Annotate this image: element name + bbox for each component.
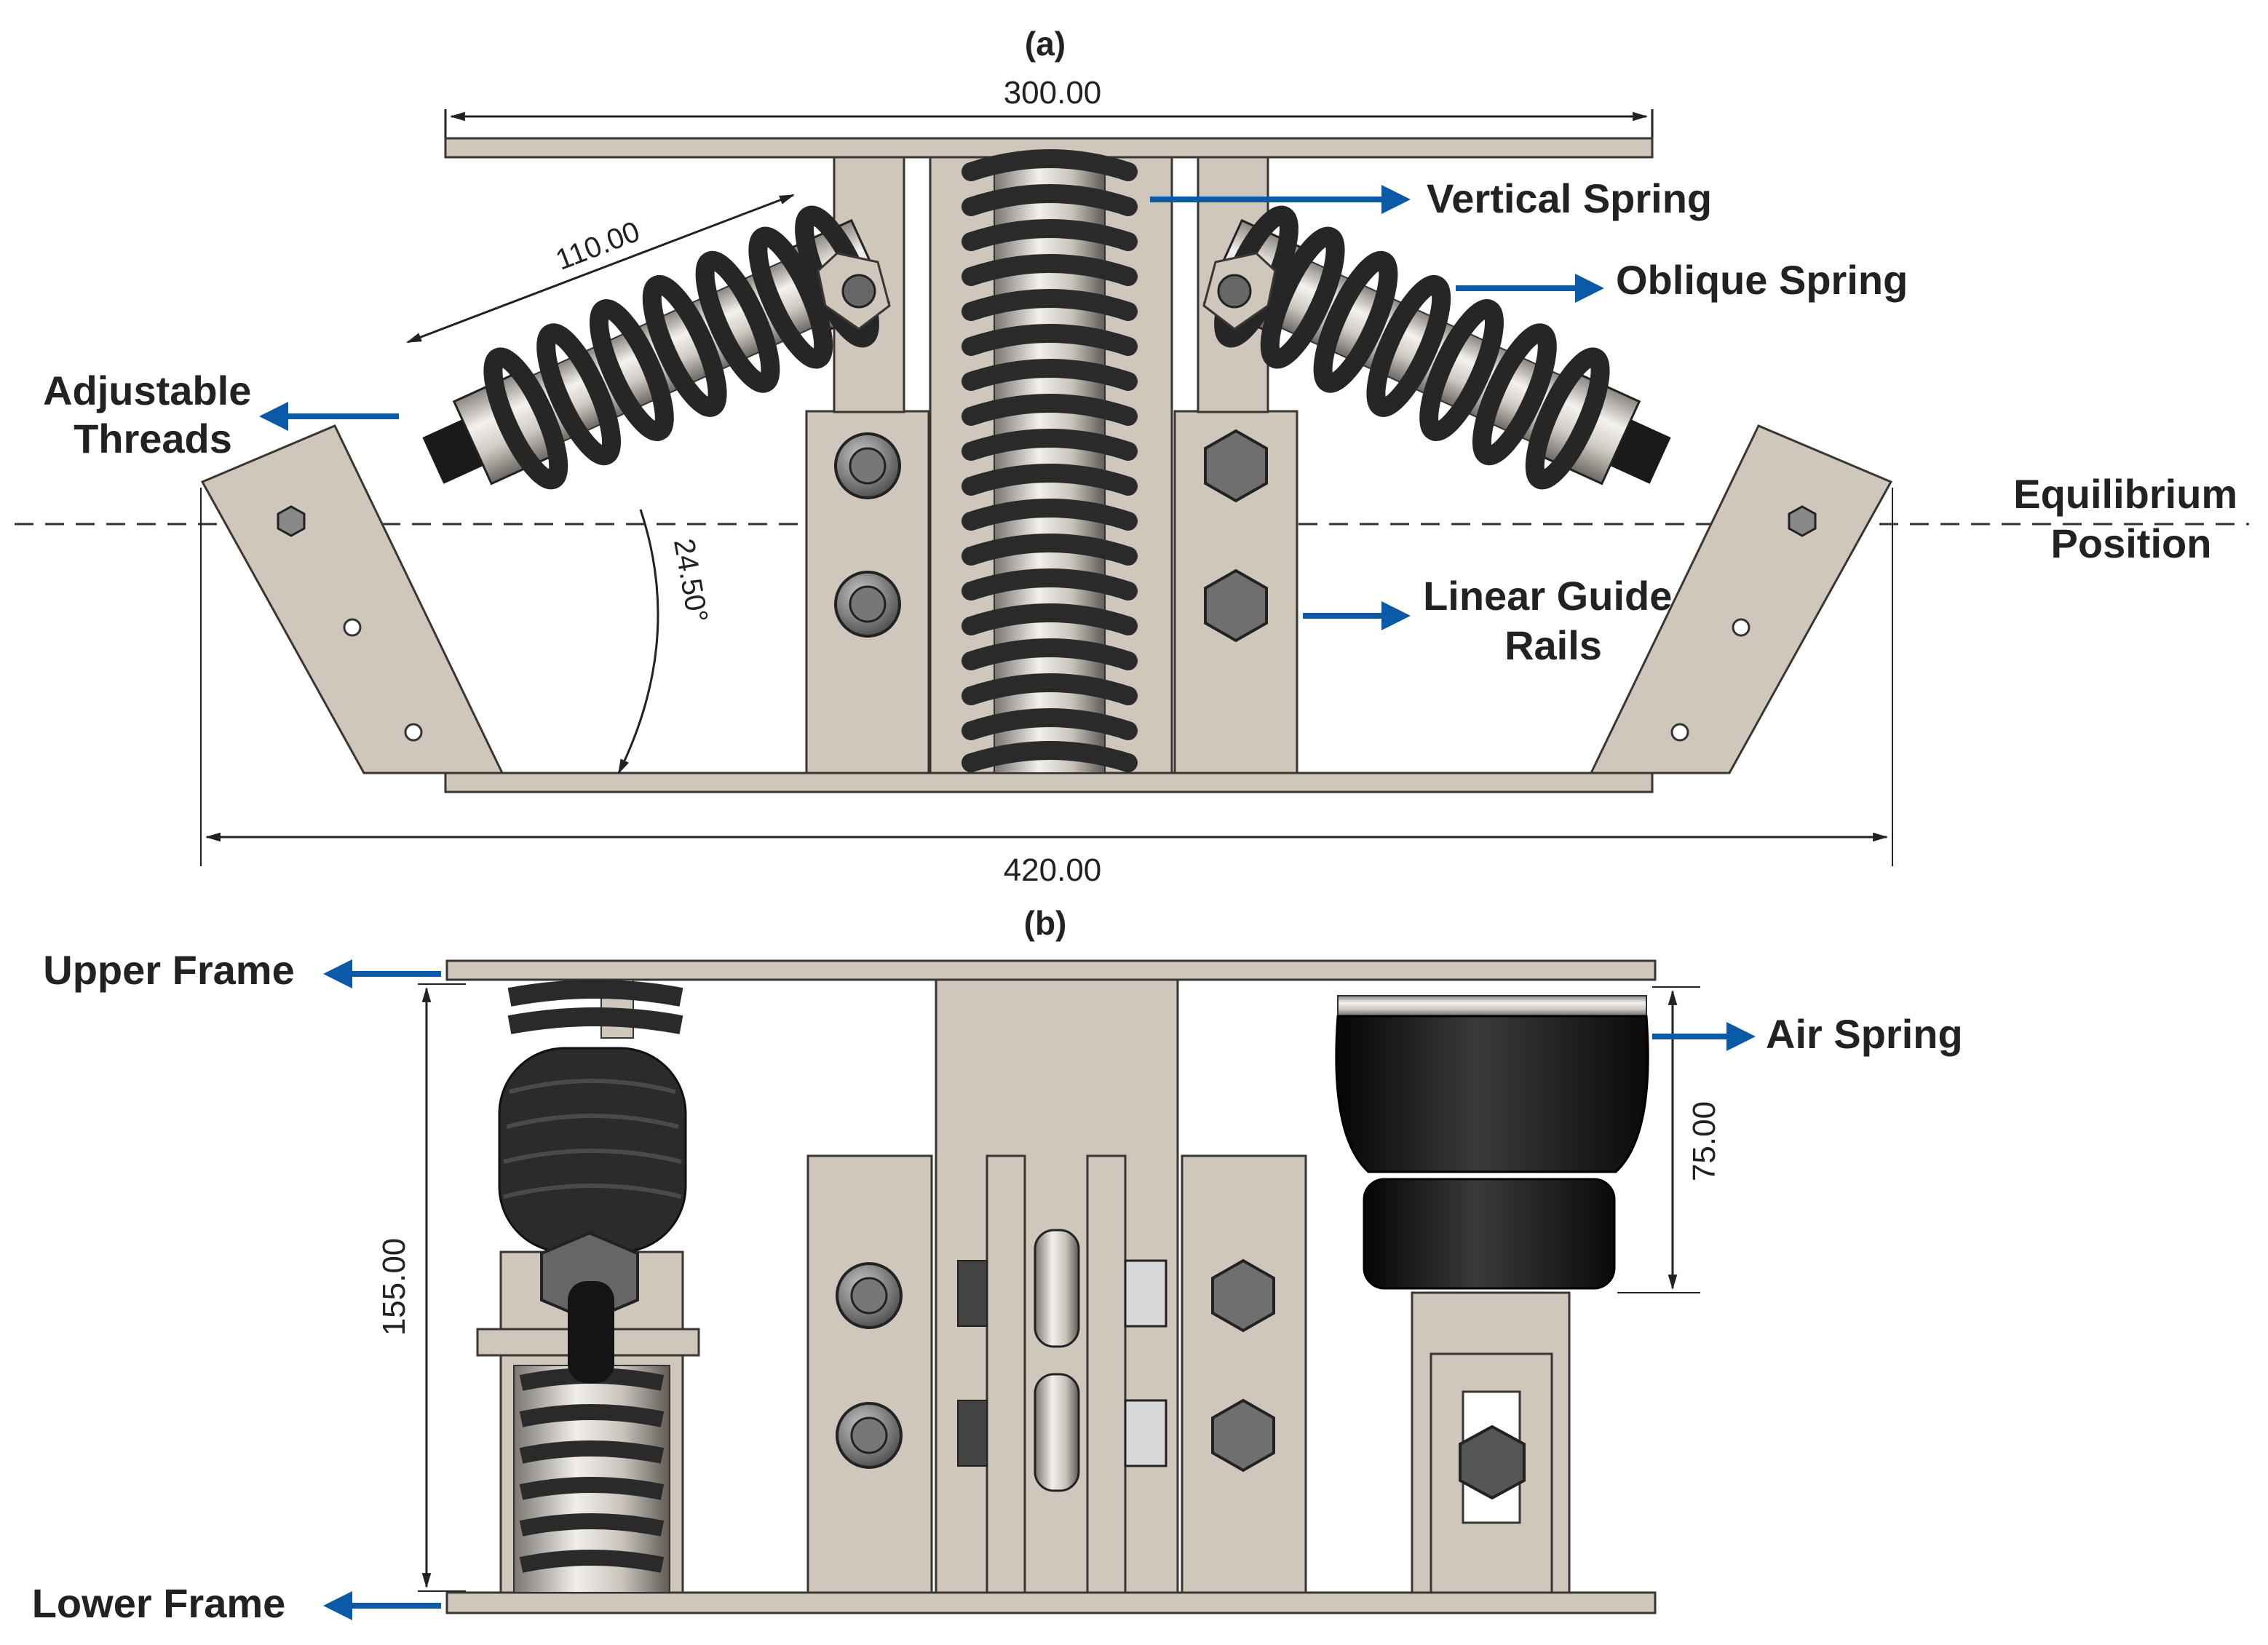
- right-pivot-nut: [1788, 505, 1817, 537]
- spring-length-value: 110.00: [552, 215, 644, 277]
- linear-guide-line1: Linear Guide: [1423, 573, 1672, 619]
- equilibrium-line2: Position: [2051, 520, 2212, 566]
- left-pivot-nut: [277, 505, 306, 537]
- left-mount-pin: [841, 274, 876, 309]
- left-bracket: [200, 424, 504, 774]
- upper-frame-label: Upper Frame: [43, 947, 294, 993]
- panel-a-caption: (a): [1025, 25, 1066, 63]
- equilibrium-label: Equilibrium Position: [2013, 471, 2249, 566]
- lower-frame-b: [445, 1591, 1657, 1614]
- linear-guide-label: Linear Guide Rails: [1423, 573, 1684, 668]
- upper-frame-b: [445, 959, 1657, 981]
- adjustable-threads-line1: Adjustable: [43, 368, 251, 413]
- side-spring-assembly: [476, 979, 700, 1594]
- angle-value: 24.50°: [667, 536, 713, 625]
- linear-guide-line2: Rails: [1504, 622, 1602, 668]
- panel-b-caption: (b): [1024, 904, 1067, 942]
- panel-b: (b) 155.00: [32, 904, 1963, 1626]
- oblique-spring-label: Oblique Spring: [1616, 257, 1908, 303]
- base-width-dimension: 420.00: [200, 488, 1893, 888]
- height-dimension: 155.00: [376, 983, 466, 1592]
- air-spring-dimension: 75.00: [1617, 986, 1722, 1293]
- base-plate-a: [444, 772, 1654, 793]
- adjustable-threads-label: Adjustable Threads: [43, 368, 263, 461]
- adjustable-threads-line2: Threads: [74, 416, 232, 461]
- lower-frame-label: Lower Frame: [32, 1580, 286, 1626]
- right-mount-pin: [1217, 274, 1252, 309]
- vertical-spring: [961, 149, 1138, 774]
- center-guide-assembly: [806, 978, 1307, 1594]
- base-width-value: 420.00: [1004, 852, 1102, 888]
- right-bracket: [1589, 424, 1893, 774]
- angle-dimension: 24.50°: [617, 509, 714, 774]
- top-width-dimension: 300.00: [444, 75, 1654, 153]
- equilibrium-line1: Equilibrium: [2013, 471, 2237, 517]
- air-spring-label: Air Spring: [1766, 1011, 1963, 1057]
- top-width-value: 300.00: [1004, 75, 1102, 111]
- air-spring-height-value: 75.00: [1686, 1101, 1722, 1181]
- air-spring: [1335, 995, 1649, 1594]
- guide-bolts-a: [834, 429, 1268, 643]
- panel-a: (a) 300.00: [15, 25, 2249, 888]
- height-value: 155.00: [376, 1238, 412, 1336]
- vertical-spring-label: Vertical Spring: [1427, 175, 1712, 221]
